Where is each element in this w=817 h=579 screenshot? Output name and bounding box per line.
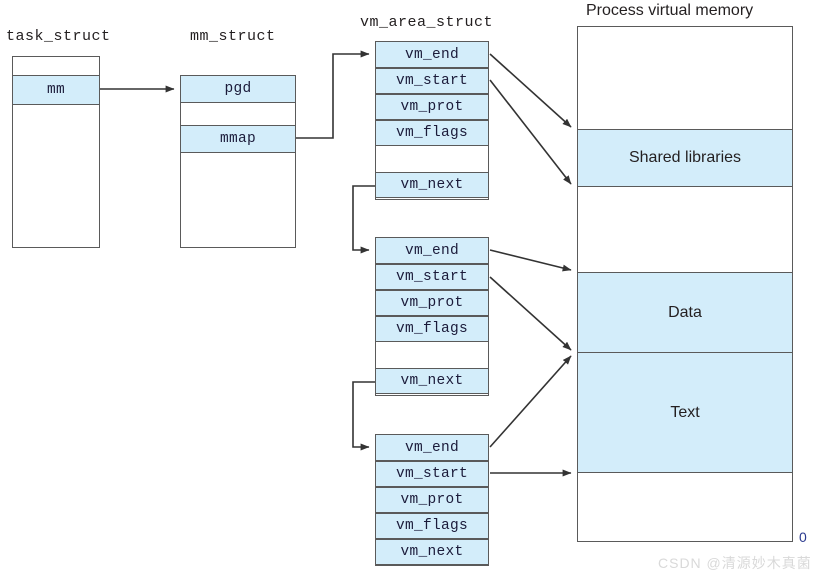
vma2-row-vm-end: vm_end [376,238,488,264]
vma2-row-vm-start: vm_start [376,264,488,290]
arrow-vma3-end-to-memory [489,355,572,448]
vma1-row-vm-start: vm_start [376,68,488,94]
vma3-row-vm-start: vm_start [376,461,488,487]
vma3-row-vm-next: vm_next [376,539,488,565]
zero-address-label: 0 [799,529,807,545]
arrow-vma1-next-to-vma2 [352,185,375,254]
mem-segment-text: Text [578,353,792,473]
arrow-vma2-next-to-vma3 [352,381,375,451]
arrow-vma2-start-to-memory [489,276,572,351]
vma2-row-vm-prot: vm_prot [376,290,488,316]
vma2-row-vm-next: vm_next [376,368,488,394]
process-virtual-memory-box: Shared libraries Data Text [577,26,793,542]
mm-struct-row-mmap: mmap [181,125,295,153]
vma1-row-vm-prot: vm_prot [376,94,488,120]
mm-struct-row-1 [181,103,295,125]
arrow-vma1-start-to-memory [489,79,572,185]
vma2-row-vm-flags: vm_flags [376,316,488,342]
heading-task-struct: task_struct [6,28,111,45]
mm-struct-row-3 [181,153,295,246]
vma1-row-vm-next: vm_next [376,172,488,198]
task-struct-row-2 [13,105,99,246]
arrow-mmap-to-vma1 [296,50,370,139]
vm-area-struct-box-3: vm_end vm_start vm_prot vm_flags vm_next [375,434,489,566]
task-struct-row-0 [13,57,99,75]
mem-segment-gap-blank [578,187,792,272]
mem-segment-top-blank [578,27,792,129]
vm-area-struct-box-2: vm_end vm_start vm_prot vm_flags vm_next [375,237,489,396]
heading-process-virtual-memory: Process virtual memory [586,2,754,19]
vma1-row-blank [376,146,488,172]
mem-segment-bottom-blank [578,473,792,540]
mem-segment-data: Data [578,272,792,353]
vm-area-struct-box-1: vm_end vm_start vm_prot vm_flags vm_next [375,41,489,200]
arrow-vma1-end-to-memory [489,53,572,128]
vma2-row-blank [376,342,488,368]
vma3-row-vm-end: vm_end [376,435,488,461]
mm-struct-box: pgd mmap [180,75,296,248]
task-struct-row-mm: mm [13,75,99,105]
vma1-row-vm-flags: vm_flags [376,120,488,146]
task-struct-box: mm [12,56,100,248]
heading-vm-area-struct: vm_area_struct [360,14,494,31]
heading-mm-struct: mm_struct [190,28,276,45]
watermark: CSDN @清源妙木真菌 [658,555,812,571]
arrow-vma2-end-to-memory [489,249,572,272]
mem-segment-shared-libraries: Shared libraries [578,129,792,187]
vma3-row-vm-flags: vm_flags [376,513,488,539]
vma1-row-vm-end: vm_end [376,42,488,68]
vma3-row-vm-prot: vm_prot [376,487,488,513]
mm-struct-row-pgd: pgd [181,76,295,103]
